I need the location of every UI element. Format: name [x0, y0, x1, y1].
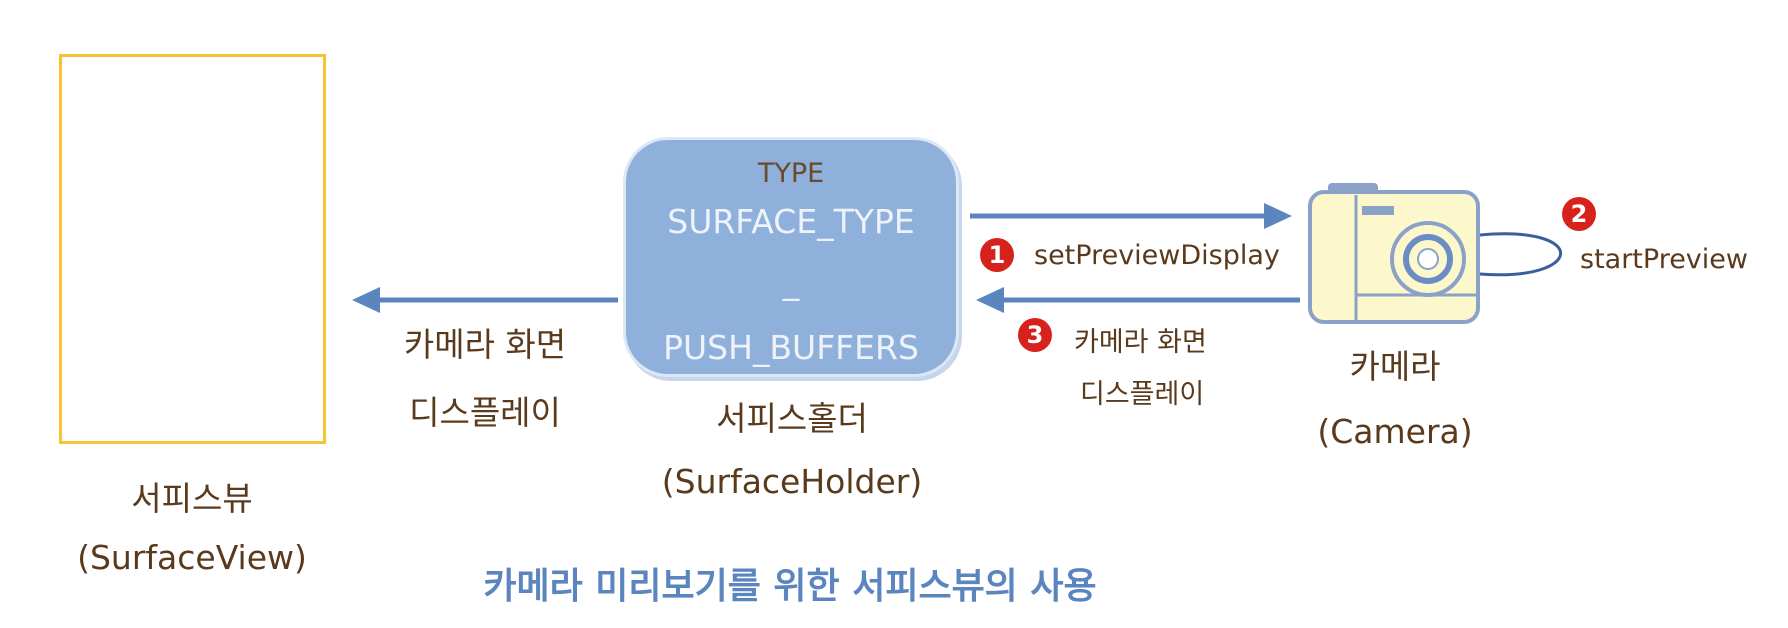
surfaceholder-label: 서피스홀더 [716, 399, 868, 438]
holder-type-label: TYPE [757, 158, 825, 189]
step-2-label: startPreview [1580, 244, 1748, 275]
camera-icon [1308, 183, 1480, 324]
holder-const-line3: PUSH_BUFFERS [663, 328, 919, 367]
arrow-camera-to-holder [976, 287, 1300, 313]
surfaceview-box [59, 54, 326, 444]
camera-english-label: (Camera) [1317, 412, 1473, 451]
surfaceholder-english-label: (SurfaceHolder) [661, 462, 923, 501]
step-1-badge: 1 [980, 238, 1014, 272]
left-arrow-label-line2: 디스플레이 [409, 393, 561, 432]
startpreview-loop-arrow [1479, 232, 1562, 277]
surfaceview-label: 서피스뷰 [131, 479, 253, 518]
holder-const-line1: SURFACE_TYPE [667, 202, 915, 241]
left-arrow-label-line1: 카메라 화면 [403, 325, 567, 364]
step-1-label: setPreviewDisplay [1034, 240, 1280, 271]
step-3-label-line2: 디스플레이 [1080, 379, 1205, 410]
step-2-badge: 2 [1562, 197, 1596, 231]
holder-const-line2: _ [782, 262, 800, 301]
surfaceholder-box: TYPE SURFACE_TYPE _ PUSH_BUFFERS [626, 140, 956, 374]
arrow-holder-to-surfaceview [352, 287, 618, 313]
surfaceview-english-label: (SurfaceView) [77, 538, 307, 577]
diagram-caption: 카메라 미리보기를 위한 서피스뷰의 사용 [483, 566, 1097, 607]
step-3-badge: 3 [1018, 318, 1052, 352]
arrow-holder-to-camera [970, 203, 1292, 229]
step-3-label-line1: 카메라 화면 [1074, 327, 1207, 358]
camera-label: 카메라 [1349, 347, 1441, 386]
